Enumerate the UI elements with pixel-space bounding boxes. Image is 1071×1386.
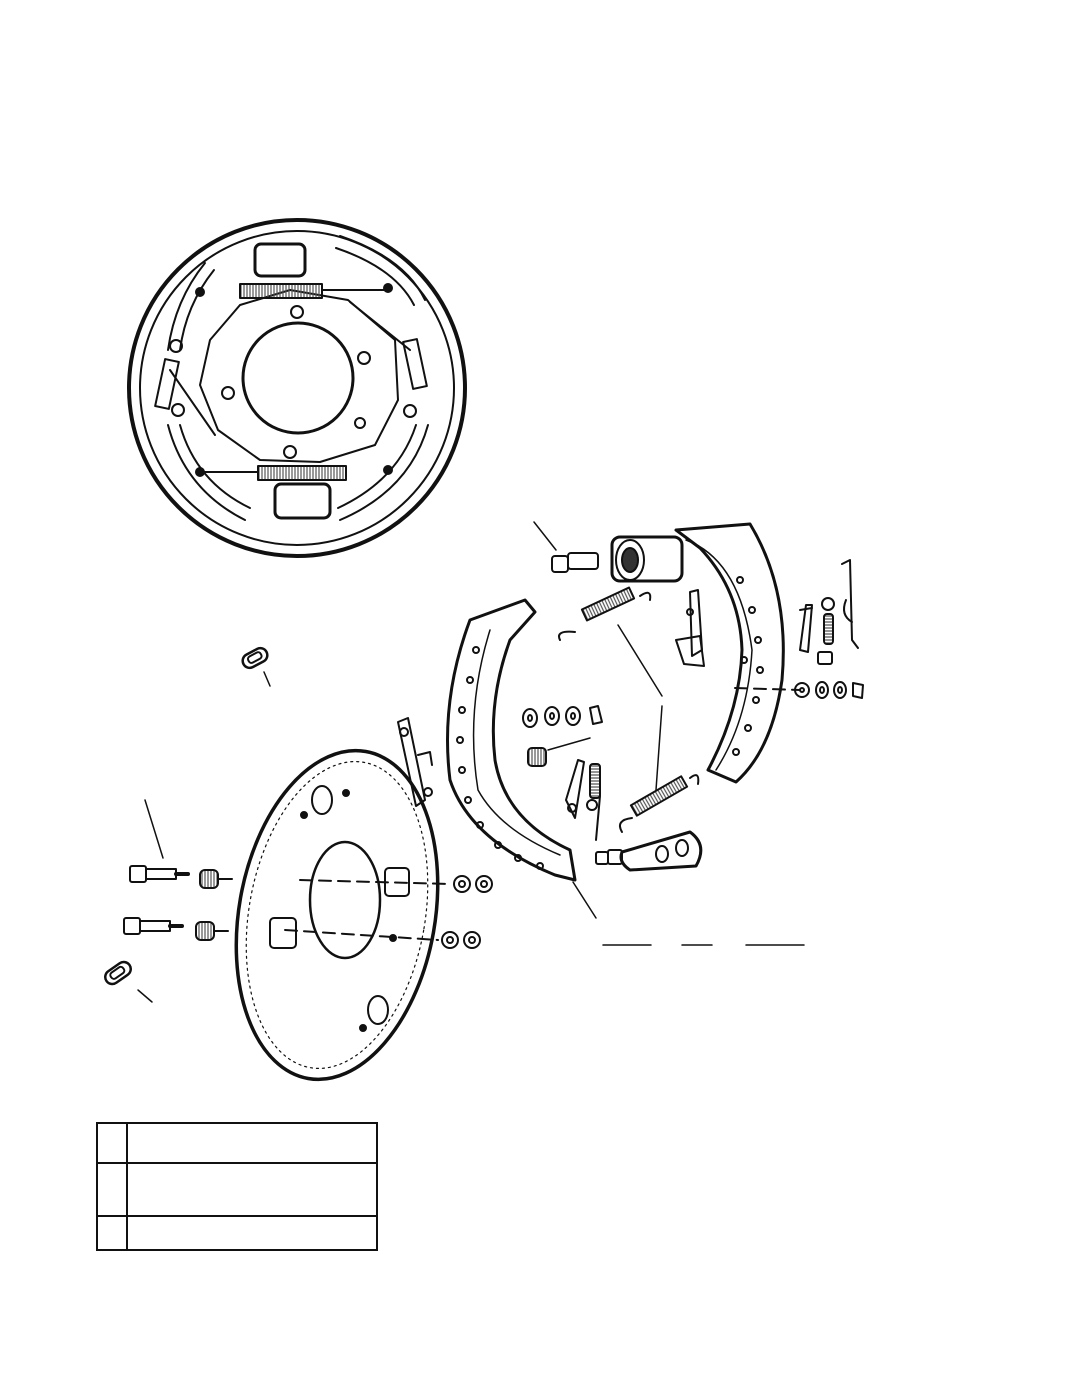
adjuster-lever-left	[397, 717, 433, 807]
coil-spring-washer-lower	[195, 921, 229, 941]
backing-plate	[234, 748, 440, 1082]
backing-plate-outer-rim	[127, 218, 467, 558]
parking-brake-link	[841, 559, 859, 649]
adjuster-bolt-upper	[129, 865, 190, 883]
hub-bolt-hole-right	[357, 351, 371, 365]
anchor-nuts-upper	[453, 875, 493, 893]
trailing-brake-shoe	[674, 522, 785, 784]
exploded-view	[104, 521, 864, 1082]
bleeder-screw-lower	[595, 849, 623, 865]
anchor-nuts-lower	[441, 931, 481, 949]
backing-plate-center-hole	[308, 840, 382, 960]
legend-number-cell	[96, 1162, 128, 1217]
hub-bolt-hole-lower-right	[354, 417, 366, 429]
right-adjuster-cam	[403, 404, 417, 418]
inspection-plug-lower	[104, 960, 132, 986]
adjuster-cam-right	[799, 604, 813, 653]
coil-spring-washer-upper	[199, 869, 233, 889]
legend-description-cell	[126, 1162, 378, 1217]
leader-line-plug-lower	[137, 989, 153, 1003]
lower-left-link-rod	[169, 369, 216, 436]
adjuster-lever-middle	[565, 759, 585, 819]
lower-left-brake-shoe	[167, 424, 246, 521]
lower-return-spring	[257, 465, 347, 481]
left-adjuster-lever	[154, 358, 180, 410]
assembled-brake	[127, 218, 467, 558]
leader-line-leading-shoe	[572, 881, 597, 919]
hub-mounting-plate	[199, 289, 399, 463]
lower-left-shoe-lining	[179, 424, 251, 509]
hub-bolt-hole-bottom	[283, 445, 297, 459]
legend-row	[96, 1122, 378, 1164]
lower-right-brake-shoe	[339, 424, 429, 521]
legend-description-cell	[126, 1122, 378, 1164]
hold-down-spring-right	[817, 597, 835, 665]
alignment-line-upper	[299, 879, 451, 885]
hub-bolt-hole-left	[221, 386, 235, 400]
leading-brake-shoe	[446, 598, 577, 882]
leader-line-plug-upper	[263, 671, 271, 687]
leader-line-bleeder	[533, 521, 557, 551]
hold-down-pin-2	[383, 283, 393, 293]
adjuster-lever-right	[675, 589, 705, 667]
leader-line-adjuster-bolt	[144, 799, 164, 859]
parts-legend-table	[96, 1122, 378, 1251]
legend-row	[96, 1162, 378, 1217]
legend-number-cell	[96, 1215, 128, 1251]
hub-center-hole	[241, 321, 355, 435]
lower-right-shoe-lining	[337, 424, 417, 509]
wheel-cylinder-lower	[619, 830, 703, 872]
alignment-line-right	[734, 687, 801, 691]
hold-down-pin-1	[195, 287, 205, 297]
wheel-cylinder-upper	[610, 535, 684, 583]
upper-right-brake-shoe	[339, 235, 426, 301]
right-adjuster-lever	[402, 338, 428, 390]
upper-right-shoe-lining	[335, 247, 415, 306]
upper-return-spring	[239, 283, 323, 299]
lower-wheel-cylinder	[273, 482, 332, 520]
adjuster-screw-assembly	[527, 737, 591, 767]
hold-down-washers	[522, 705, 603, 728]
hub-bolt-hole-top	[290, 305, 304, 319]
backing-plate-inner-rim	[139, 230, 455, 546]
upper-right-link-rod	[349, 301, 411, 351]
adjuster-bolt-lower	[123, 917, 184, 935]
upper-left-shoe-lining	[179, 269, 215, 351]
hold-down-hardware-right	[794, 681, 864, 699]
legend-row	[96, 1215, 378, 1251]
inspection-plug-upper	[241, 646, 269, 670]
legend-number-cell	[96, 1122, 128, 1164]
bleeder-screw	[551, 552, 599, 573]
left-adjuster-pivot	[171, 403, 185, 417]
alignment-line-lower	[284, 929, 439, 941]
return-spring-lower	[619, 774, 700, 833]
left-adjuster-cam	[169, 339, 183, 353]
anchor-boss-lower	[269, 917, 297, 949]
upper-left-brake-shoe	[167, 262, 206, 351]
hold-down-pin-3	[195, 467, 205, 477]
leader-line-return-springs	[617, 624, 663, 697]
adjuster-spring-small	[586, 763, 601, 841]
return-spring-upper	[558, 586, 652, 641]
legend-description-cell	[126, 1215, 378, 1251]
hold-down-pin-4	[383, 465, 393, 475]
upper-wheel-cylinder	[253, 242, 307, 278]
backing-plate-upper-boss	[311, 785, 333, 815]
leader-line-return-springs-lower	[655, 705, 663, 791]
backing-plate-lower-boss	[367, 995, 389, 1025]
